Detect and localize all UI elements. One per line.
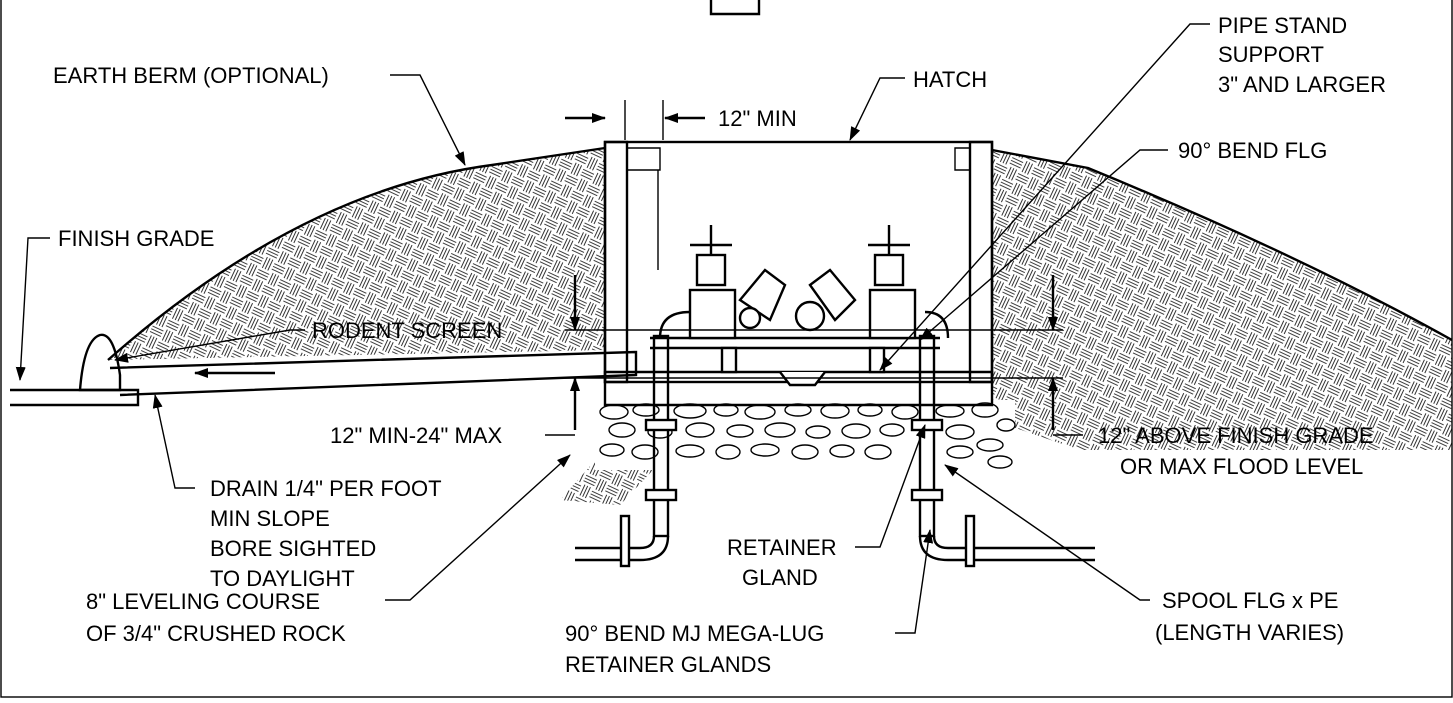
crushed-rock-pattern: [599, 402, 1016, 469]
concrete-slab: [603, 370, 994, 407]
label-90-bend-flg: 90° BEND FLG: [1178, 138, 1327, 163]
label-above-grade-2: OR MAX FLOOD LEVEL: [1120, 454, 1363, 479]
label-drain-4: TO DAYLIGHT: [210, 566, 355, 591]
label-hatch: HATCH: [913, 67, 987, 92]
label-drain-2: MIN SLOPE: [210, 506, 330, 531]
enclosure-wall-right: [968, 140, 994, 384]
label-leveling-1: 8" LEVELING COURSE: [86, 589, 320, 614]
backflow-assembly: [650, 225, 940, 374]
dimension-hatch-offset: [565, 100, 705, 140]
label-retainer-2: GLAND: [742, 565, 818, 590]
label-pipe-stand-1: PIPE STAND: [1218, 13, 1347, 38]
label-pipe-stand-2: SUPPORT: [1218, 42, 1324, 67]
label-12-min: 12" MIN: [718, 106, 797, 131]
riser-left: [575, 310, 691, 568]
label-above-grade-1: 12" ABOVE FINISH GRADE: [1098, 423, 1374, 448]
title-tab: [709, 0, 761, 16]
rodent-screen: [78, 333, 122, 392]
leader-lines: [15, 23, 1210, 634]
berm-outline-right: [991, 148, 1453, 342]
label-spool-1: SPOOL FLG x PE: [1162, 588, 1338, 613]
label-min-max: 12" MIN-24" MAX: [330, 423, 502, 448]
label-leveling-2: OF 3/4" CRUSHED ROCK: [86, 621, 346, 646]
enclosure-wall-left: [603, 140, 629, 384]
label-drain-3: BORE SIGHTED: [210, 536, 376, 561]
label-retainer-1: RETAINER: [727, 535, 837, 560]
berm-outline-left: [107, 146, 606, 361]
label-pipe-stand-3: 3" AND LARGER: [1218, 72, 1386, 97]
earth-berm-left: [108, 148, 605, 360]
label-megalug-2: RETAINER GLANDS: [565, 652, 771, 677]
label-megalug-1: 90° BEND MJ MEGA-LUG: [565, 621, 824, 646]
earth-berm-right: [992, 150, 1452, 450]
dimension-above-grade: [565, 275, 1063, 430]
label-drain-1: DRAIN 1/4" PER FOOT: [210, 476, 442, 501]
label-finish-grade: FINISH GRADE: [58, 226, 214, 251]
hatch-frame: [626, 147, 971, 171]
label-spool-2: (LENGTH VARIES): [1155, 620, 1344, 645]
label-rodent-screen: RODENT SCREEN: [312, 318, 502, 343]
drain-pipe: [109, 350, 638, 397]
label-earth-berm: EARTH BERM (OPTIONAL): [53, 63, 329, 88]
finish-grade-line: [10, 388, 140, 407]
